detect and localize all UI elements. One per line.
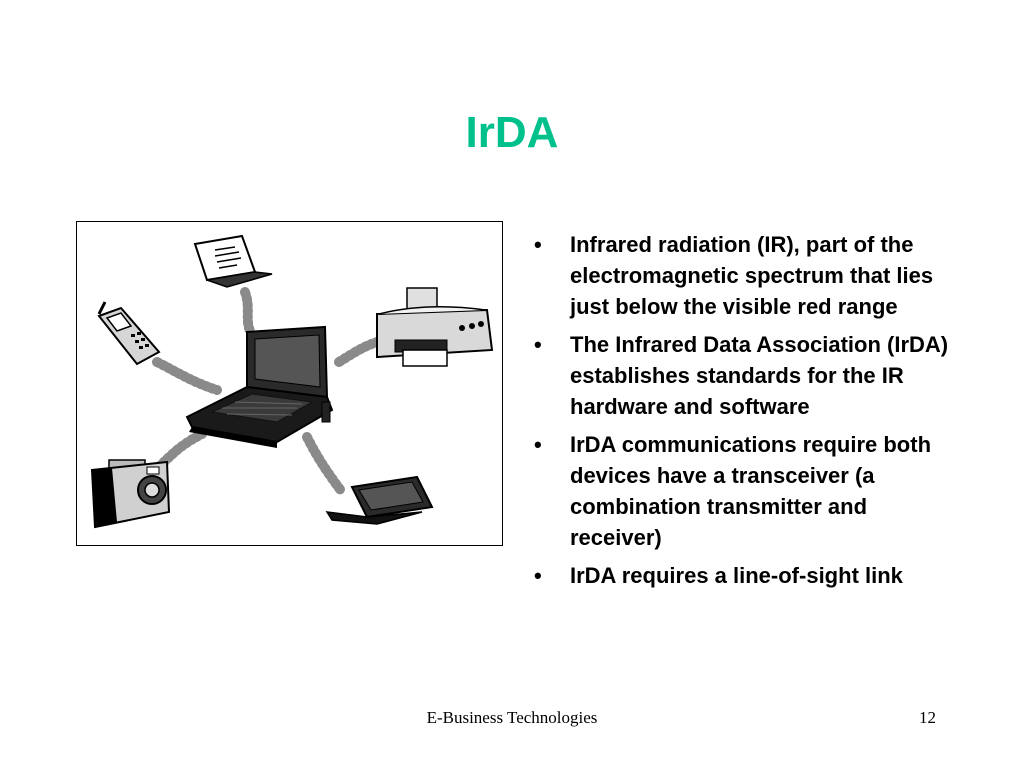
slide-title: IrDA: [465, 108, 559, 157]
bullet-item: • IrDA communications require both devic…: [530, 429, 950, 553]
cell-phone-icon: [97, 301, 161, 366]
bullet-item: • The Infrared Data Association (IrDA) e…: [530, 329, 950, 422]
printer-icon: [376, 287, 494, 367]
bullet-item: • Infrared radiation (IR), part of the e…: [530, 229, 950, 322]
handheld-pda-icon: [193, 234, 273, 288]
bullet-list: • Infrared radiation (IR), part of the e…: [530, 229, 950, 598]
bullet-text: IrDA requires a line-of-sight link: [570, 563, 903, 588]
bullet-text: IrDA communications require both devices…: [570, 432, 932, 550]
bullet-glyph: •: [534, 232, 542, 257]
mini-notebook-icon: [325, 475, 434, 525]
bullet-glyph: •: [534, 432, 542, 457]
bullet-glyph: •: [534, 563, 542, 588]
bullet-item: • IrDA requires a line-of-sight link: [530, 560, 950, 591]
bullet-text: The Infrared Data Association (IrDA) est…: [570, 332, 949, 419]
footer-page-number: 12: [919, 708, 936, 727]
laptop-icon: [185, 325, 334, 448]
bullet-glyph: •: [534, 332, 542, 357]
bullet-text: Infrared radiation (IR), part of the ele…: [570, 232, 934, 319]
camera-icon: [90, 459, 171, 529]
irda-devices-illustration: [76, 221, 503, 546]
footer-course-title: E-Business Technologies: [426, 708, 598, 727]
